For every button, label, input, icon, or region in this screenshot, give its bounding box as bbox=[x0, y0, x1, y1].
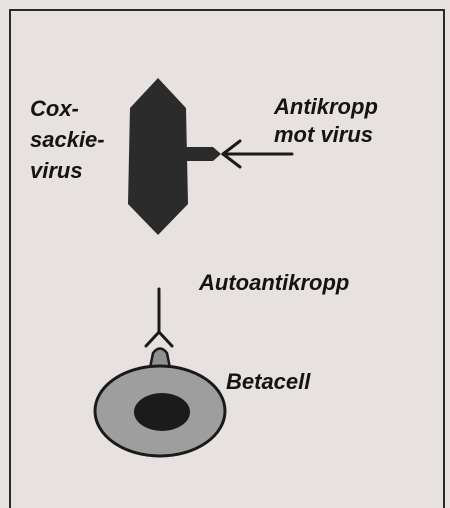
autoantibody bbox=[146, 289, 172, 346]
betacell-label: Betacell bbox=[226, 367, 310, 396]
autoantibody-label: Autoantikropp bbox=[199, 268, 349, 297]
betacell-nucleus bbox=[134, 393, 190, 431]
coxsackievirus-shape bbox=[128, 78, 188, 235]
coxsackievirus-label-line3: virus bbox=[30, 156, 83, 185]
coxsackievirus-label-line2: sackie- bbox=[30, 125, 105, 154]
virus-binding-site bbox=[186, 147, 221, 161]
antibody-label-line1: Antikropp bbox=[274, 92, 378, 121]
antibody-label-line2: mot virus bbox=[274, 120, 373, 149]
coxsackievirus-label-line1: Cox- bbox=[30, 94, 79, 123]
